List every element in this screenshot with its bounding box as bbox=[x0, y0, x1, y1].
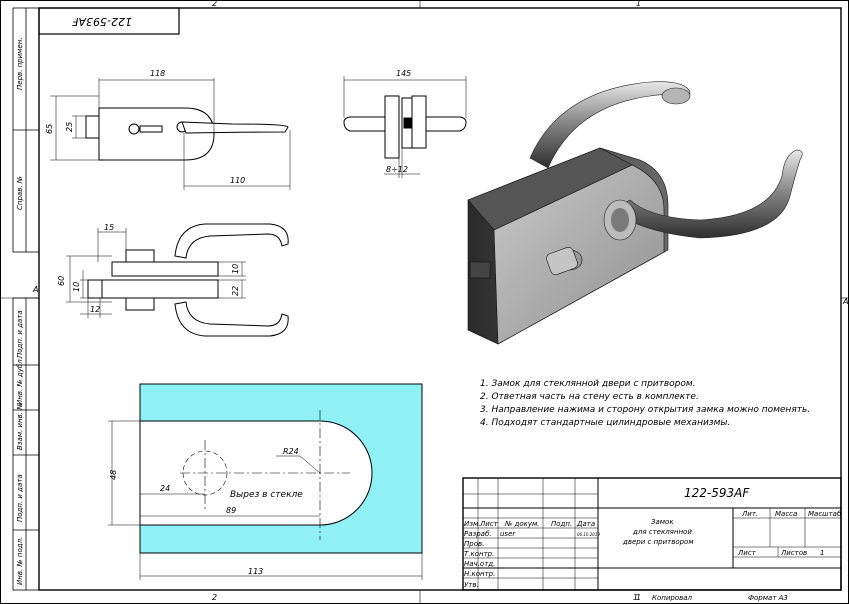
dim-cut-89: 89 bbox=[226, 506, 236, 515]
front-dims bbox=[50, 78, 291, 190]
dim-cut-height: 48 bbox=[109, 470, 118, 480]
tb-name-1: Замок bbox=[651, 518, 674, 526]
dim-top-22: 22 bbox=[231, 286, 240, 296]
tb-razrab-date: 06.10.2019 bbox=[577, 532, 600, 537]
tb-listov: Листов bbox=[780, 549, 807, 557]
glass-cutout bbox=[139, 383, 423, 554]
dim-side-width: 145 bbox=[396, 69, 411, 78]
dim-top-10-left: 10 bbox=[72, 282, 81, 292]
tb-col-list: Лист bbox=[479, 520, 499, 528]
tb-name-3: двери с притвором bbox=[622, 538, 694, 546]
note-3: 3. Направление нажима и сторону открытия… bbox=[480, 405, 810, 415]
tb-lit: Лит. bbox=[741, 510, 758, 518]
dim-side-gap: 8÷12 bbox=[386, 165, 408, 174]
tb-massa: Масса bbox=[775, 510, 797, 518]
tb-copied: Копировал bbox=[652, 594, 693, 602]
iso-view bbox=[467, 81, 803, 345]
tb-row-nkontr: Н.контр. bbox=[464, 570, 495, 578]
dim-cut-113: 113 bbox=[248, 567, 263, 576]
tb-col-podp: Подп. bbox=[551, 520, 572, 528]
tb-row-tkontr: Т.контр. bbox=[464, 550, 494, 558]
tb-col-izm: Изм. bbox=[464, 520, 480, 528]
tb-row-razrab: Разраб. bbox=[464, 530, 492, 538]
tb-col-date: Дата bbox=[576, 520, 595, 528]
top-dims bbox=[66, 228, 246, 318]
tb-name-2: для стеклянной bbox=[632, 528, 692, 536]
front-view bbox=[85, 107, 289, 161]
tb-row-nachotd: Нач.отд. bbox=[464, 560, 495, 568]
tb-col-doc: № докум. bbox=[504, 520, 540, 528]
note-1: 1. Замок для стеклянной двери с притворо… bbox=[480, 379, 696, 389]
zone-left: A bbox=[32, 285, 38, 294]
zone-top-right: 1 bbox=[636, 0, 641, 8]
side-label-vzam: Взам. инв. № bbox=[16, 402, 24, 450]
cutout-dims bbox=[108, 420, 423, 580]
side-label-perv: Перв. примен. bbox=[16, 37, 24, 90]
zone-top-left: 2 bbox=[212, 0, 217, 8]
dim-front-width: 118 bbox=[150, 69, 165, 78]
side-view bbox=[343, 95, 467, 159]
tb-row-utv: Утв. bbox=[464, 581, 479, 589]
dim-cut-24: 24 bbox=[160, 484, 170, 493]
cutout-label: Вырез в стекле bbox=[230, 490, 303, 500]
rotated-number-box bbox=[38, 7, 180, 35]
dim-front-inner: 25 bbox=[65, 122, 74, 132]
dim-top-15: 15 bbox=[104, 223, 114, 232]
note-2: 2. Ответная часть на стену есть в компле… bbox=[480, 392, 699, 402]
side-label-dubl: Инв. № дубл. bbox=[16, 357, 24, 405]
side-label-podp-2: Подп. и дата bbox=[16, 474, 24, 522]
zone-bottom-left: 2 bbox=[212, 593, 217, 602]
rotated-number: 122-593AF bbox=[72, 15, 132, 28]
dim-cut-radius: R24 bbox=[283, 447, 299, 456]
dim-top-10-right: 10 bbox=[231, 264, 240, 274]
zone-right: A bbox=[842, 297, 848, 306]
dim-handle-length: 110 bbox=[230, 176, 245, 185]
dim-front-height: 65 bbox=[45, 124, 54, 134]
tb-razrab-name: user bbox=[500, 530, 516, 538]
tb-format: Формат А3 bbox=[748, 594, 788, 602]
tb-masshtab: Масштаб bbox=[808, 510, 842, 518]
tb-list: Лист bbox=[737, 549, 757, 557]
side-label-podl: Инв. № подл. bbox=[16, 537, 24, 585]
zone-bottom-right: 1 bbox=[636, 593, 641, 602]
side-label-podp-1: Подп. и дата bbox=[16, 310, 24, 358]
dim-top-60: 60 bbox=[57, 276, 66, 286]
side-dims bbox=[343, 76, 467, 178]
side-strip bbox=[12, 7, 40, 591]
side-label-sprav: Справ. № bbox=[16, 176, 24, 210]
top-view bbox=[87, 223, 289, 337]
tb-bottom-1: 1 bbox=[633, 593, 638, 602]
title-block bbox=[462, 477, 842, 591]
tb-row-prov: Пров. bbox=[464, 540, 484, 548]
tb-designation: 122-593AF bbox=[684, 486, 750, 500]
tb-listov-value: 1 bbox=[820, 549, 824, 557]
note-4: 4. Подходят стандартные цилиндровые меха… bbox=[480, 418, 730, 428]
dim-top-12: 12 bbox=[90, 305, 100, 314]
